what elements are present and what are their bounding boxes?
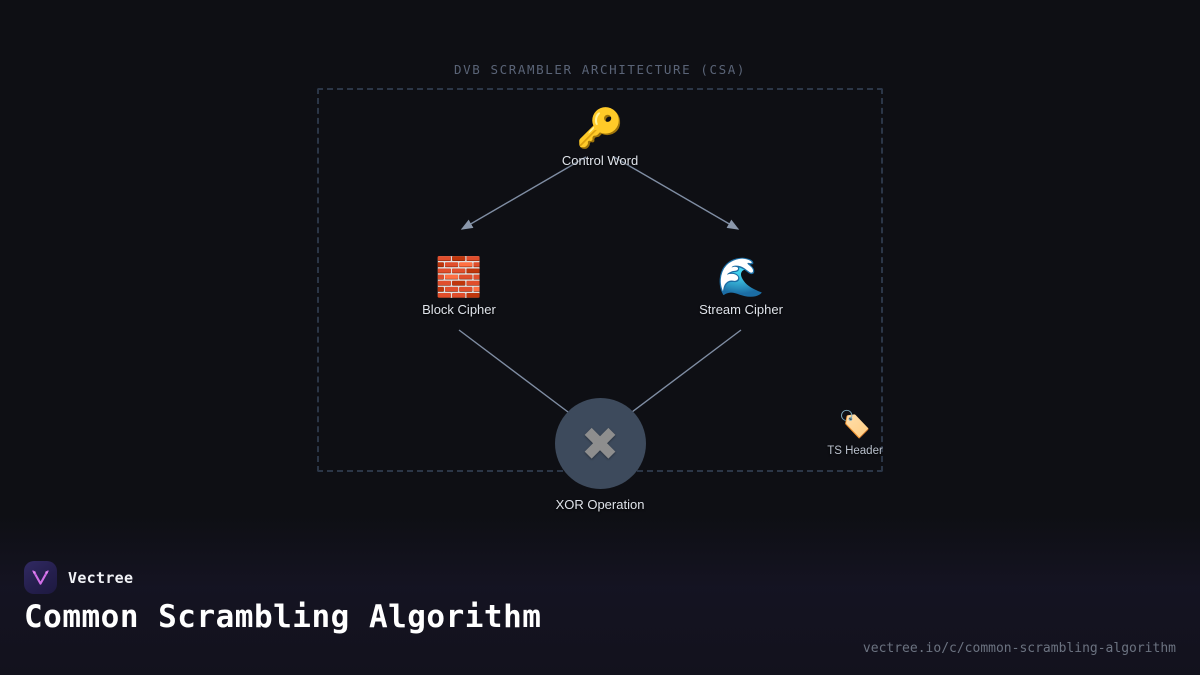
node-ts-header[interactable]: 🏷️ TS Header bbox=[775, 408, 935, 457]
edge-control-word-to-stream-cipher bbox=[613, 156, 740, 230]
edge-block-cipher-to-xor-operation bbox=[458, 329, 573, 416]
page-url: vectree.io/c/common-scrambling-algorithm bbox=[862, 641, 1176, 656]
node-xor-operation-label: XOR Operation bbox=[555, 497, 645, 512]
key-icon: 🔑 bbox=[576, 106, 624, 150]
brand-name: Vectree bbox=[68, 568, 134, 587]
brand[interactable]: Vectree bbox=[24, 561, 133, 594]
diagram-title: DVB SCRAMBLER ARCHITECTURE (CSA) bbox=[453, 62, 747, 77]
wave-icon: 🌊 bbox=[717, 255, 765, 299]
page-footer: Vectree Common Scrambling Algorithm vect… bbox=[0, 545, 1200, 675]
node-block-cipher-label: Block Cipher bbox=[422, 302, 496, 317]
cross-mark-icon: ✖ bbox=[580, 416, 620, 471]
vectree-logo-icon bbox=[24, 561, 57, 594]
node-control-word-label: Control Word bbox=[561, 153, 639, 168]
node-block-cipher[interactable]: 🧱 Block Cipher bbox=[369, 255, 549, 317]
page-title: Common Scrambling Algorithm bbox=[24, 599, 542, 635]
node-ts-header-label: TS Header bbox=[827, 445, 883, 457]
xor-circle: ✖ bbox=[554, 398, 646, 489]
diagram-stage: DVB SCRAMBLER ARCHITECTURE (CSA) 🔑 Contr… bbox=[317, 62, 935, 512]
node-stream-cipher[interactable]: 🌊 Stream Cipher bbox=[651, 255, 831, 317]
brick-wall-icon: 🧱 bbox=[435, 255, 483, 299]
diagram-edges bbox=[458, 156, 742, 416]
node-stream-cipher-label: Stream Cipher bbox=[699, 302, 783, 317]
tag-icon: 🏷️ bbox=[838, 410, 872, 440]
edge-control-word-to-block-cipher bbox=[460, 156, 587, 230]
node-xor-operation[interactable]: ✖ XOR Operation bbox=[510, 398, 690, 512]
edge-stream-cipher-to-xor-operation bbox=[627, 329, 742, 416]
node-control-word[interactable]: 🔑 Control Word bbox=[510, 106, 690, 168]
